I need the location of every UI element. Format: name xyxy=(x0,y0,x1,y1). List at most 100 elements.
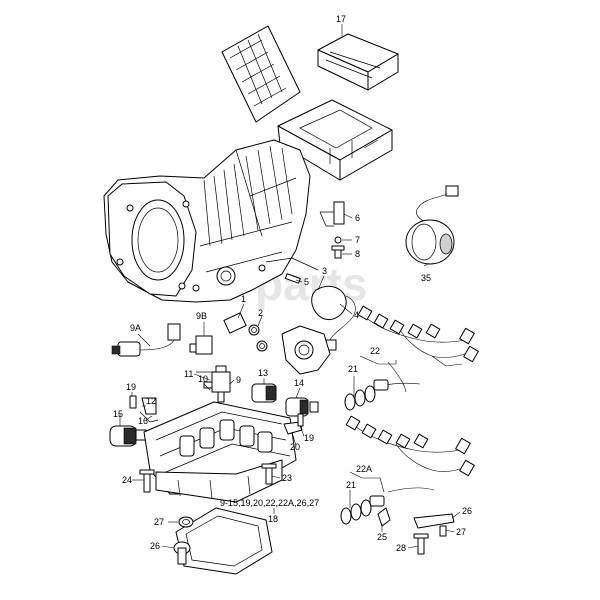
callout-28: 28 xyxy=(396,543,406,553)
part-27-drain-plug xyxy=(178,516,194,528)
part-21-oring-a xyxy=(344,393,356,411)
harness-22-wires xyxy=(363,315,475,393)
part-10-screw xyxy=(217,391,225,403)
bell-opening xyxy=(131,199,185,281)
solenoid-parts-9-10-11 xyxy=(196,365,231,403)
part-19-bolt-a xyxy=(129,395,137,409)
part-9A-cable xyxy=(139,339,175,351)
callout-8: 8 xyxy=(355,249,360,259)
callout-35: 35 xyxy=(421,273,431,283)
callout-11: 11 xyxy=(184,369,193,379)
part-35-shaft xyxy=(439,233,453,255)
callout-22A: 22A xyxy=(356,464,372,474)
part-9-solenoid xyxy=(211,371,231,393)
callout-19-lower: 19 xyxy=(304,433,314,443)
harness-22A-connector xyxy=(369,495,385,507)
wiring-harness-22A xyxy=(340,415,475,527)
holder-box-detail xyxy=(299,109,379,164)
callout-20: 20 xyxy=(290,442,300,452)
part-35-connector xyxy=(445,185,459,197)
part-35-actuator xyxy=(405,185,459,265)
control-unit-side xyxy=(367,53,399,91)
bolts-23-24 xyxy=(139,463,277,493)
oil-pan xyxy=(175,507,273,575)
leader-lines xyxy=(119,24,461,549)
harness-22-connector xyxy=(373,379,389,391)
callout-19-upper: 19 xyxy=(126,382,136,392)
holder-box-side xyxy=(339,129,393,181)
part-24-bolt xyxy=(143,471,151,493)
part-12-bracket xyxy=(141,397,157,415)
callout-25: 25 xyxy=(377,532,387,542)
transmission-housing xyxy=(103,139,311,303)
part-4-cable xyxy=(329,295,356,341)
callout-26-left: 26 xyxy=(150,541,160,551)
housing-ribs xyxy=(203,145,293,247)
part-21-oring-b xyxy=(340,507,352,525)
callout-16: 16 xyxy=(138,416,148,426)
callout-1: 1 xyxy=(241,294,246,304)
callout-5: 5 xyxy=(304,277,309,287)
callout-labels: 17 6 7 8 3 5 4 35 2 1 9A 9B 10 11 9 13 1… xyxy=(113,14,472,553)
part-16-clip xyxy=(139,411,159,423)
callout-24: 24 xyxy=(122,475,132,485)
part-35-body xyxy=(405,219,455,265)
part-9A-plug xyxy=(167,323,181,341)
callout-27-right: 27 xyxy=(456,527,466,537)
part-1-solenoid xyxy=(223,312,247,334)
callout-4: 4 xyxy=(354,310,359,320)
callout-9: 9 xyxy=(236,375,241,385)
sensor-bracket-parts xyxy=(319,201,345,259)
part-4-sensor xyxy=(311,285,347,320)
pump-plate xyxy=(281,325,331,375)
callout-23: 23 xyxy=(282,473,292,483)
part-6-bracket xyxy=(333,201,345,225)
output-flange xyxy=(216,266,236,286)
valve-body-base xyxy=(155,459,283,503)
part-9A-body xyxy=(117,341,141,357)
part-2-oring-b xyxy=(256,340,268,352)
callout-18: 18 xyxy=(268,514,278,524)
control-unit-assembly xyxy=(221,25,399,181)
callout-9A: 9A xyxy=(130,323,141,333)
holder-lid xyxy=(221,25,301,123)
part-28-bolt xyxy=(417,535,425,555)
part-19-bolt-b xyxy=(297,413,304,427)
part-23-bolt xyxy=(265,465,273,485)
part-7-washer xyxy=(334,236,342,244)
callout-10: 10 xyxy=(198,374,208,384)
part-27-bolt-b xyxy=(439,525,447,537)
callout-21-lower: 21 xyxy=(346,480,356,490)
oil-pan-assembly xyxy=(173,507,273,575)
left-small-parts xyxy=(109,395,159,447)
callout-7: 7 xyxy=(355,235,360,245)
callout-12: 12 xyxy=(146,396,156,406)
callout-21-upper: 21 xyxy=(348,364,358,374)
parts-19-20 xyxy=(283,413,304,435)
part-25-clip xyxy=(377,507,391,527)
bracket-parts-26-27-28 xyxy=(413,513,455,555)
part-9A-sensor xyxy=(111,323,181,357)
callout-14: 14 xyxy=(294,378,304,388)
callout-22: 22 xyxy=(370,346,380,356)
valve-body xyxy=(143,401,297,503)
callout-2: 2 xyxy=(258,308,263,318)
wiring-harness-22 xyxy=(344,305,479,411)
part-9B-block xyxy=(189,335,213,355)
callout-26-right: 26 xyxy=(462,506,472,516)
part-26-bracket-b xyxy=(413,513,455,529)
callout-15: 15 xyxy=(113,409,123,419)
callout-range: 9-15,19,20,22,22A,26,27 xyxy=(220,498,319,508)
callout-3: 3 xyxy=(322,266,327,276)
callout-17: 17 xyxy=(336,14,346,24)
callout-27-left: 27 xyxy=(154,517,164,527)
callout-13: 13 xyxy=(258,368,268,378)
housing-edges xyxy=(199,149,297,273)
part-2-oring-a xyxy=(248,324,260,336)
part-9B-body xyxy=(195,335,213,355)
solenoid-parts-13-14 xyxy=(251,383,319,417)
solenoid-parts-1-2 xyxy=(223,312,268,352)
callout-6: 6 xyxy=(355,213,360,223)
